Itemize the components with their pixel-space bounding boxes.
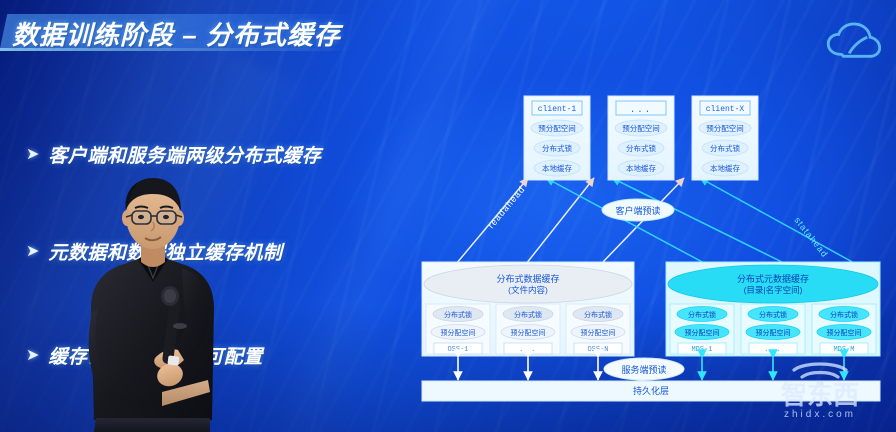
svg-text:分布式锁: 分布式锁 — [514, 310, 542, 319]
bullet-text-0: 客户端和服务端两级分布式缓存 — [48, 146, 322, 167]
bullet-item-1: ➤ 元数据和数据独立缓存机制 — [26, 238, 282, 265]
svg-text:预分配空间: 预分配空间 — [706, 123, 744, 133]
watermark-text: 智东西 — [781, 380, 859, 410]
svg-text:client-X: client-X — [706, 105, 745, 114]
svg-text:分布式锁: 分布式锁 — [542, 143, 572, 153]
client-prefetch-label: 客户端预读 — [615, 205, 660, 216]
architecture-diagram: readahead statahead 客户端预读 client-1 预分配空间… — [416, 92, 886, 404]
svg-text:分布式锁: 分布式锁 — [710, 143, 740, 153]
svg-text:预分配空间: 预分配空间 — [685, 328, 720, 337]
svg-text:分布式锁: 分布式锁 — [444, 310, 472, 319]
client-box-3: client-X 预分配空间 分布式锁 本地缓存 — [691, 95, 759, 181]
svg-text:预分配空间: 预分配空间 — [827, 328, 862, 337]
bullet-arrow-icon: ➤ — [26, 242, 40, 260]
svg-text:...: ... — [519, 346, 537, 354]
bullet-text-1: 元数据和数据独立缓存机制 — [48, 243, 283, 264]
svg-text:分布式锁: 分布式锁 — [584, 310, 612, 319]
meta-cache-title: 分布式元数据缓存 — [737, 273, 809, 284]
meta-cache-subtitle: (目录|名字空间) — [744, 285, 803, 295]
flow-label-statahead: statahead — [792, 215, 830, 259]
svg-text:...: ... — [764, 346, 782, 354]
svg-text:分布式锁: 分布式锁 — [759, 310, 787, 319]
svg-text:分布式锁: 分布式锁 — [688, 310, 716, 319]
meta-cache-cluster: 分布式元数据缓存 (目录|名字空间) 分布式锁 预分配空间 MDS-1 分布式锁 — [665, 261, 881, 357]
client-box-2: ... 预分配空间 分布式锁 本地缓存 — [607, 95, 675, 181]
svg-text:预分配空间: 预分配空间 — [622, 123, 660, 133]
svg-text:本地缓存: 本地缓存 — [626, 163, 656, 173]
svg-text:MDS-M: MDS-M — [833, 346, 854, 354]
bullet-arrow-icon: ➤ — [26, 145, 40, 163]
svg-text:MDS-1: MDS-1 — [691, 346, 712, 354]
persistence-layer-label: 持久化层 — [633, 385, 669, 396]
svg-text:本地缓存: 本地缓存 — [710, 163, 740, 173]
client-box-1: client-1 预分配空间 分布式锁 本地缓存 — [523, 95, 591, 181]
speaker-person — [88, 178, 214, 432]
bullet-item-0: ➤ 客户端和服务端两级分布式缓存 — [26, 141, 321, 168]
svg-text:预分配空间: 预分配空间 — [511, 328, 546, 337]
svg-text:client-1: client-1 — [538, 105, 577, 114]
page-title: 数据训练阶段 – 分布式缓存 — [12, 20, 341, 50]
svg-text:OSS-N: OSS-N — [587, 346, 608, 354]
svg-text:预分配空间: 预分配空间 — [581, 328, 616, 337]
server-prefetch-label: 服务端预读 — [621, 364, 666, 375]
svg-text:OSS-1: OSS-1 — [447, 346, 468, 354]
svg-text:...: ... — [630, 105, 652, 115]
watermark-url: zhidx.com — [784, 409, 856, 420]
data-cache-title: 分布式数据缓存 — [496, 273, 559, 284]
svg-text:分布式锁: 分布式锁 — [626, 143, 656, 153]
flow-label-readahead: readahead — [486, 184, 527, 230]
data-cache-subtitle: (文件内容) — [508, 285, 548, 295]
svg-text:分布式锁: 分布式锁 — [830, 310, 858, 319]
cloud-logo-icon — [826, 22, 882, 58]
data-cache-cluster: 分布式数据缓存 (文件内容) 分布式锁 预分配空间 OSS-1 分布式锁 预分 — [421, 261, 635, 357]
svg-text:本地缓存: 本地缓存 — [542, 163, 572, 173]
svg-text:预分配空间: 预分配空间 — [441, 328, 476, 337]
watermark-zhidx: 智东西 zhidx.com — [781, 362, 859, 420]
svg-text:预分配空间: 预分配空间 — [538, 123, 576, 133]
svg-text:预分配空间: 预分配空间 — [756, 328, 791, 337]
bullet-arrow-icon: ➤ — [26, 346, 40, 364]
